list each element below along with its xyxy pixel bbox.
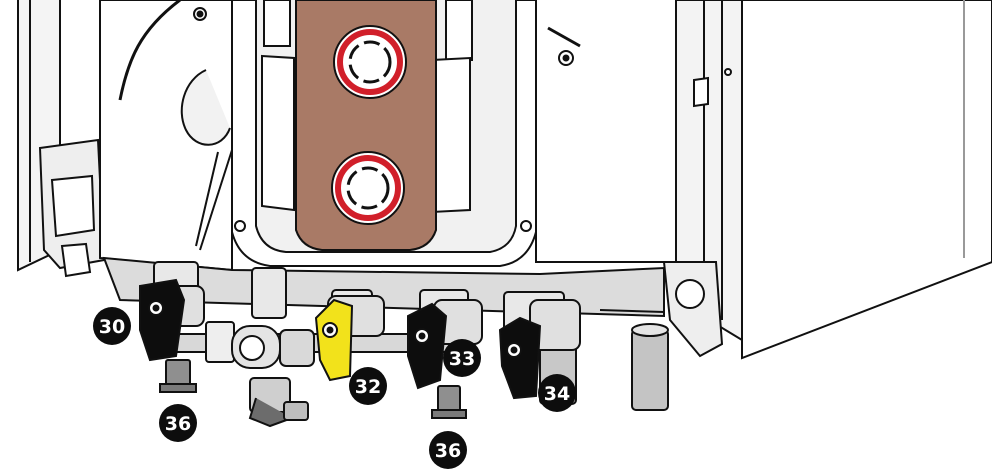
svg-text:30: 30 (99, 316, 125, 338)
filter-assembly (205, 321, 315, 428)
right-inner-frame (535, 0, 677, 263)
copper-panel (295, 0, 437, 251)
svg-text:33: 33 (449, 348, 475, 370)
gas-valve-handle-32 (314, 298, 354, 382)
svg-text:34: 34 (544, 383, 570, 405)
pressure-gauge-icon (333, 25, 407, 99)
gas-valve-32[interactable] (314, 295, 385, 382)
right-bracket (662, 261, 724, 358)
valve-handle-33 (407, 302, 448, 390)
svg-text:32: 32 (355, 376, 381, 398)
callout-33: 33 (443, 339, 481, 377)
left-inner-frame (99, 0, 233, 272)
callout-36-right: 36 (429, 431, 467, 469)
svg-text:36: 36 (165, 413, 191, 435)
svg-text:36: 36 (435, 440, 461, 462)
valve-34[interactable] (498, 299, 581, 400)
callout-36-left: 36 (159, 404, 197, 442)
callout-32: 32 (349, 367, 387, 405)
callout-34: 34 (538, 374, 576, 412)
valve-handle-30 (139, 278, 186, 362)
callout-30: 30 (93, 307, 131, 345)
temperature-gauge-icon (331, 151, 405, 225)
right-cabinet (662, 0, 992, 360)
valve-30[interactable] (139, 278, 205, 393)
valve-handle-34 (498, 316, 542, 400)
left-cabinet (17, 0, 106, 278)
